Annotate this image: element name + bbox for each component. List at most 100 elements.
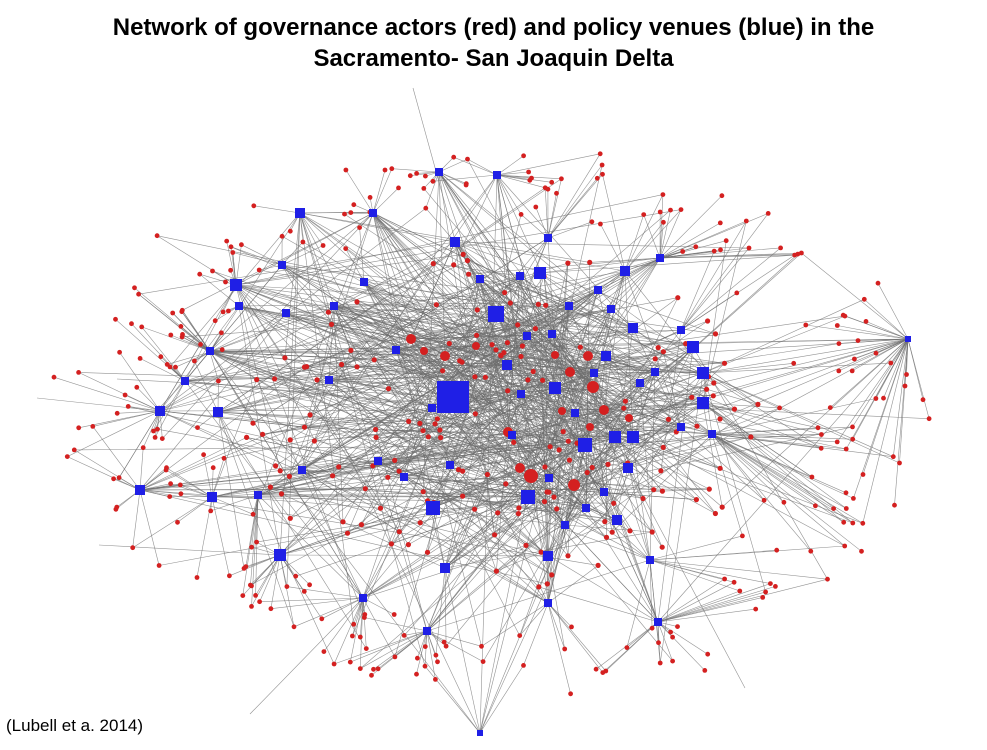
- actor-node: [521, 663, 526, 668]
- actor-node: [330, 473, 336, 479]
- actor-node: [137, 356, 143, 361]
- actor-node: [192, 358, 197, 364]
- actor-node: [423, 205, 429, 211]
- actor-node: [230, 250, 236, 255]
- venue-node: [534, 267, 546, 279]
- actor-node: [168, 332, 174, 338]
- network-edge: [328, 364, 508, 381]
- network-edge: [438, 171, 752, 438]
- network-edge: [279, 554, 549, 557]
- actor-node: [507, 300, 513, 306]
- network-edge: [153, 380, 186, 432]
- network-edge: [209, 351, 344, 522]
- network-edge: [372, 212, 563, 412]
- network-edge: [365, 488, 618, 521]
- network-edge: [141, 326, 211, 352]
- network-edge: [301, 469, 710, 490]
- actor-node: [841, 519, 847, 525]
- actor-node: [549, 572, 555, 578]
- actor-node: [320, 243, 326, 248]
- network-edge: [423, 350, 566, 526]
- actor-node: [689, 394, 695, 400]
- actor-node: [116, 475, 122, 481]
- network-edge: [496, 174, 522, 215]
- actor-node: [293, 573, 299, 579]
- network-edge: [496, 171, 529, 176]
- actor-node: [584, 469, 590, 476]
- network-edge: [657, 583, 771, 623]
- actor-node: [210, 268, 215, 274]
- network-edge: [426, 426, 591, 632]
- actor-node: [407, 173, 413, 179]
- network-edge: [657, 578, 828, 623]
- network-edge: [92, 426, 141, 491]
- network-edge: [328, 379, 540, 588]
- network-edge: [328, 379, 549, 557]
- network-edge: [209, 351, 219, 382]
- network-edge: [211, 496, 254, 515]
- actor-node: [668, 207, 673, 213]
- actor-node: [348, 210, 354, 216]
- network-edge: [438, 171, 589, 357]
- network-edge: [209, 350, 735, 410]
- venue-node: [508, 431, 516, 439]
- actor-node: [117, 349, 122, 355]
- actor-node: [722, 576, 727, 582]
- network-edge: [410, 335, 528, 340]
- actor-node: [111, 476, 116, 482]
- network-edge: [118, 410, 161, 478]
- actor-node: [457, 358, 463, 364]
- actor-node: [282, 355, 288, 361]
- network-edge: [453, 174, 498, 265]
- venue-node: [369, 209, 377, 217]
- network-edge: [352, 597, 364, 637]
- network-edge: [659, 210, 671, 259]
- actor-node: [446, 340, 452, 347]
- network-edge: [659, 209, 682, 259]
- network-edge: [377, 460, 651, 561]
- network-edge: [98, 544, 281, 556]
- actor-node: [755, 401, 761, 407]
- network-edge: [438, 171, 605, 411]
- actor-node: [250, 420, 256, 426]
- network-edge: [539, 272, 704, 404]
- network-edge: [507, 431, 587, 509]
- network-edge: [452, 305, 570, 398]
- network-edge: [141, 326, 186, 382]
- network-edge: [257, 494, 529, 498]
- actor-node: [260, 431, 266, 437]
- network-edge: [454, 241, 594, 388]
- actor-node: [813, 503, 818, 509]
- network-edge: [574, 412, 605, 493]
- network-edge: [624, 270, 735, 410]
- network-edge: [321, 597, 364, 620]
- actor-node: [254, 539, 259, 545]
- actor-node: [139, 324, 145, 330]
- network-edge: [692, 346, 828, 580]
- network-edge: [285, 312, 713, 435]
- network-edge: [605, 621, 659, 672]
- network-edge: [138, 293, 211, 353]
- network-edge: [199, 273, 240, 307]
- actor-node: [464, 258, 471, 264]
- actor-node: [565, 260, 571, 266]
- network-edge: [657, 621, 708, 655]
- venue-node: [493, 171, 501, 179]
- network-edge: [194, 360, 219, 413]
- actor-node: [132, 285, 137, 291]
- network-edge: [395, 338, 909, 351]
- venue-node: [360, 278, 368, 286]
- network-edge: [680, 247, 781, 331]
- venue-node: [295, 208, 305, 218]
- actor-node: [114, 410, 120, 416]
- actor-node: [223, 279, 228, 285]
- actor-node: [287, 437, 293, 443]
- network-edge: [217, 393, 522, 413]
- venue-node: [374, 457, 382, 465]
- actor-node: [595, 562, 601, 569]
- actor-node: [795, 251, 801, 257]
- network-edge: [139, 447, 144, 491]
- network-edge: [235, 284, 409, 545]
- actor-node: [443, 643, 449, 649]
- network-edge: [345, 169, 374, 214]
